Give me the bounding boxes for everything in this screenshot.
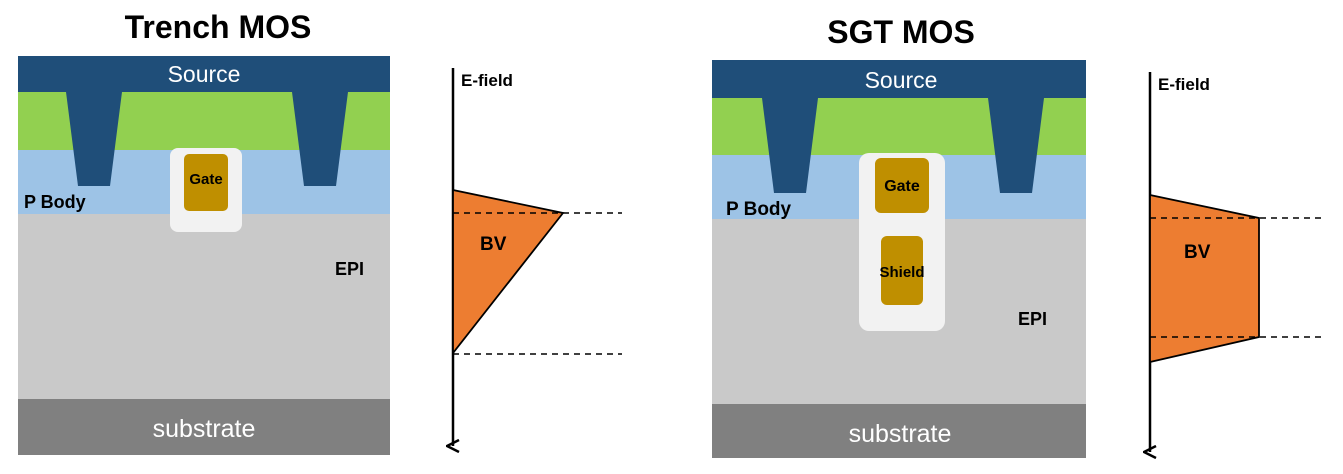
sgt-mos-title: SGT MOS	[827, 14, 975, 50]
substrate-layer	[712, 404, 1086, 458]
p-body-label: P Body	[726, 199, 792, 220]
trench-mos-device: Trench MOS Source Gate P Body EPI substr…	[18, 9, 390, 455]
substrate-layer	[18, 399, 390, 455]
sgt-efield-plot: E-field BV	[1150, 72, 1322, 452]
efield-label: E-field	[1158, 75, 1210, 94]
substrate-label: substrate	[849, 420, 952, 448]
epi-layer	[18, 213, 390, 399]
trench-mos-title: Trench MOS	[125, 9, 312, 45]
source-label: Source	[865, 67, 938, 93]
p-body-label: P Body	[24, 192, 86, 212]
bv-trapezoid	[1149, 193, 1260, 364]
shield-label: Shield	[879, 264, 924, 281]
gate-electrode	[184, 154, 228, 211]
sgt-mos-device: SGT MOS Source Gate Shield P Body EPI su…	[712, 14, 1086, 458]
source-metal	[712, 60, 1086, 193]
gate-label: Gate	[189, 171, 222, 188]
shield-electrode	[881, 236, 923, 305]
source-metal	[18, 56, 390, 186]
gate-label: Gate	[884, 178, 920, 195]
bv-triangle	[452, 188, 565, 356]
bv-label: BV	[1184, 242, 1211, 263]
epi-label: EPI	[1018, 309, 1047, 329]
bv-label: BV	[480, 234, 507, 255]
source-label: Source	[168, 61, 241, 87]
trench-efield-plot: E-field BV	[453, 68, 622, 446]
efield-label: E-field	[461, 71, 513, 90]
substrate-label: substrate	[153, 415, 256, 443]
gate-electrode	[875, 158, 929, 213]
epi-label: EPI	[335, 259, 364, 279]
